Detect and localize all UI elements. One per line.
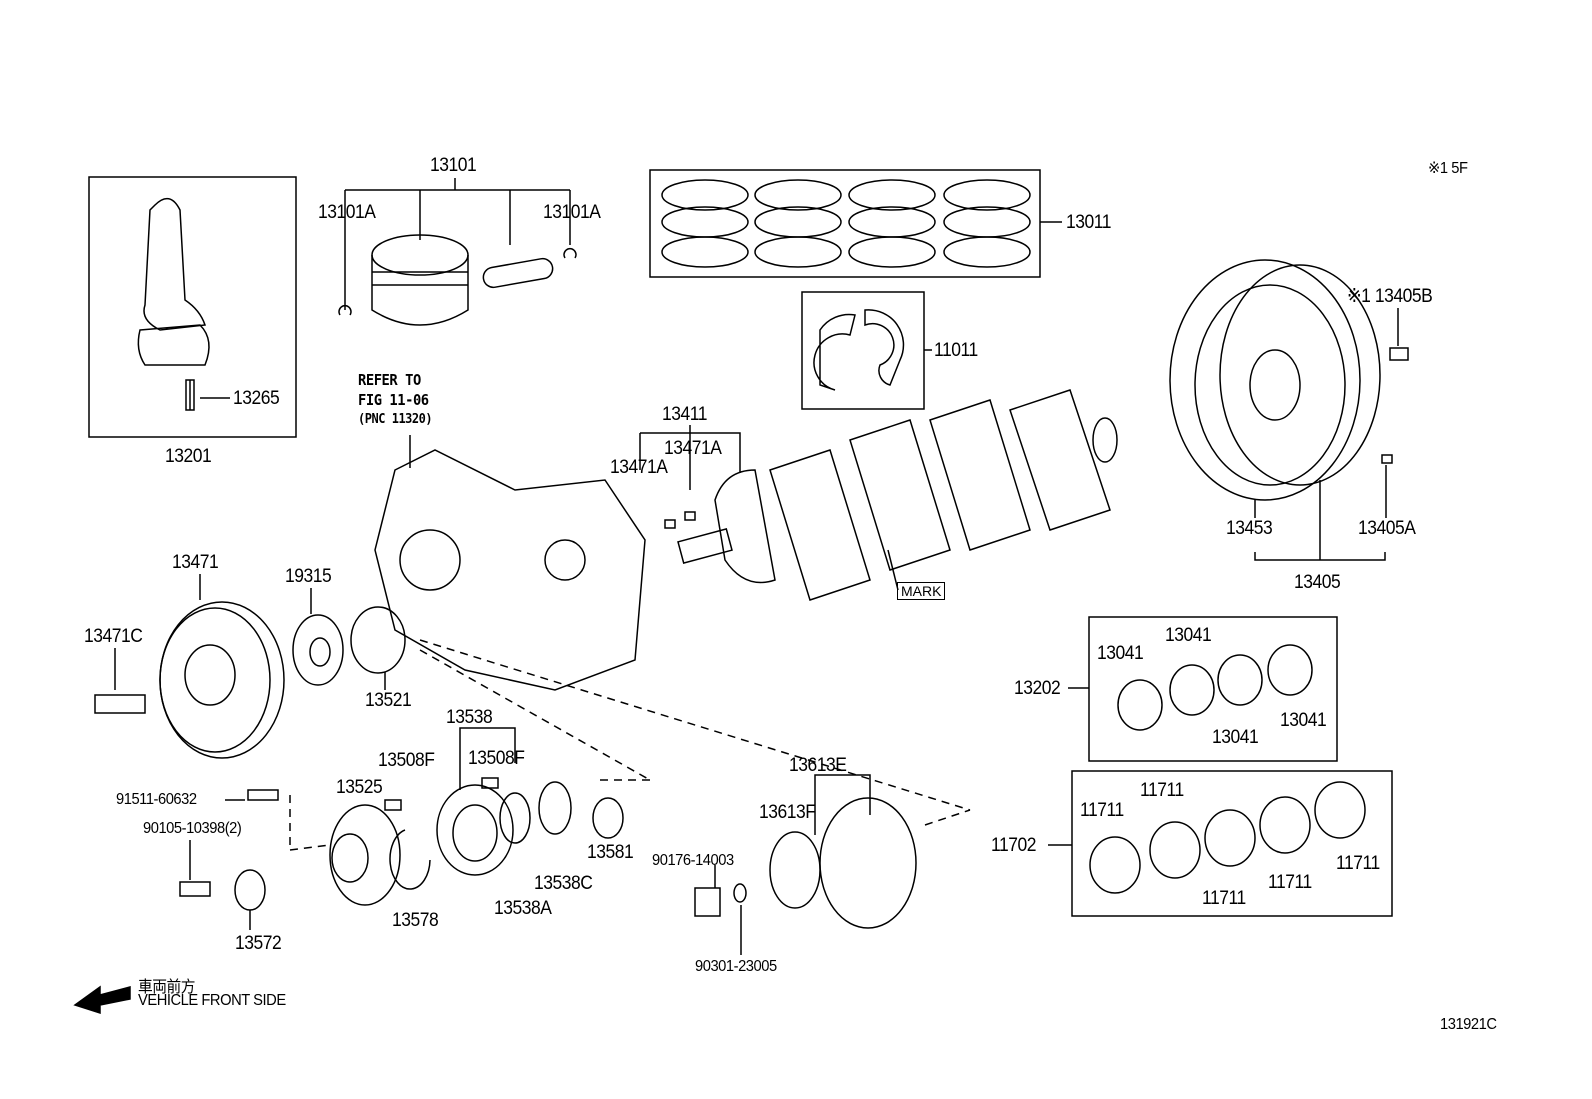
part-11711-label[interactable]: 11711 [1202,888,1246,909]
part-13471C-label[interactable]: 13471C [84,626,143,647]
part-13405B-label[interactable]: ※1 13405B [1347,286,1433,307]
part-13525-label[interactable]: 13525 [336,777,383,798]
flywheel [1169,259,1409,501]
part-13538-label[interactable]: 13538 [446,707,493,728]
part-90176-14003-label[interactable]: 90176-14003 [652,852,734,869]
refer-note: REFER TO FIG 11-06 (PNC 11320) [358,370,433,430]
part-13613F-label[interactable]: 13613F [759,802,816,823]
part-13405A-label[interactable]: 13405A [1358,518,1416,539]
part-13201-label[interactable]: 13201 [165,446,212,467]
figure-code: 131921C [1440,1016,1497,1033]
part-13581-label[interactable]: 13581 [587,842,634,863]
part-13538C-label[interactable]: 13538C [534,873,593,894]
vehicle-front-arrow-icon [73,985,131,1015]
part-13572-label[interactable]: 13572 [235,933,282,954]
main-bearing-box [1071,770,1393,917]
part-13101A-label[interactable]: 13101A [318,202,376,223]
part-13041-label[interactable]: 13041 [1097,643,1144,664]
mark-label: MARK [897,582,946,600]
refer-note-line: REFER TO [358,371,421,389]
part-13471-label[interactable]: 13471 [172,552,219,573]
part-13101-label[interactable]: 13101 [430,155,477,176]
part-13508F-label[interactable]: 13508F [468,748,525,769]
part-13521-label[interactable]: 13521 [365,690,412,711]
part-13041-label[interactable]: 13041 [1165,625,1212,646]
connecting-rod-box [88,176,297,438]
crankshaft-pulley [94,601,285,759]
timing-parts [179,777,917,929]
bearings [1089,644,1366,894]
part-11011-label[interactable]: 11011 [934,340,978,361]
crankshaft [677,389,1118,601]
part-90105-10398-label[interactable]: 90105-10398(2) [143,820,242,837]
vehicle-front-label: VEHICLE FRONT SIDE [138,992,286,1009]
part-19315-label[interactable]: 19315 [285,566,332,587]
timing-chain-cover [374,449,646,691]
part-13411-label[interactable]: 13411 [662,404,708,425]
part-11711-label[interactable]: 11711 [1268,872,1312,893]
gears [292,606,406,686]
part-13471A-label[interactable]: 13471A [610,457,668,478]
part-90301-23005-label[interactable]: 90301-23005 [695,958,777,975]
note-label: ※1 5F [1428,160,1468,177]
piston-rings [661,179,1031,268]
rod-bearing-box [1088,616,1338,762]
part-13041-label[interactable]: 13041 [1280,710,1327,731]
dashed-guides [289,639,971,851]
part-13011-label[interactable]: 13011 [1066,212,1112,233]
refer-note-line: (PNC 11320) [358,412,433,427]
piston [338,178,577,326]
part-13265-label[interactable]: 13265 [233,388,280,409]
part-13613E-label[interactable]: 13613E [789,755,847,776]
part-91511-60632-label[interactable]: 91511-60632 [116,791,197,808]
part-13101A-label[interactable]: 13101A [543,202,601,223]
vehicle-front-jp-label: 車両前方 [138,979,196,996]
part-11711-label[interactable]: 11711 [1140,780,1184,801]
part-13538A-label[interactable]: 13538A [494,898,552,919]
part-11702-label[interactable]: 11702 [991,835,1037,856]
part-13578-label[interactable]: 13578 [392,910,439,931]
part-13405-label[interactable]: 13405 [1294,572,1341,593]
part-11711-label[interactable]: 11711 [1080,800,1124,821]
part-13508F-label[interactable]: 13508F [378,750,435,771]
part-13041-label[interactable]: 13041 [1212,727,1259,748]
part-13202-label[interactable]: 13202 [1014,678,1061,699]
connecting-rod [137,197,210,411]
piston-ring-box [649,169,1041,278]
refer-note-line: FIG 11-06 [358,391,429,409]
part-13453-label[interactable]: 13453 [1226,518,1273,539]
part-13471A-label[interactable]: 13471A [664,438,722,459]
part-11711-label[interactable]: 11711 [1336,853,1380,874]
